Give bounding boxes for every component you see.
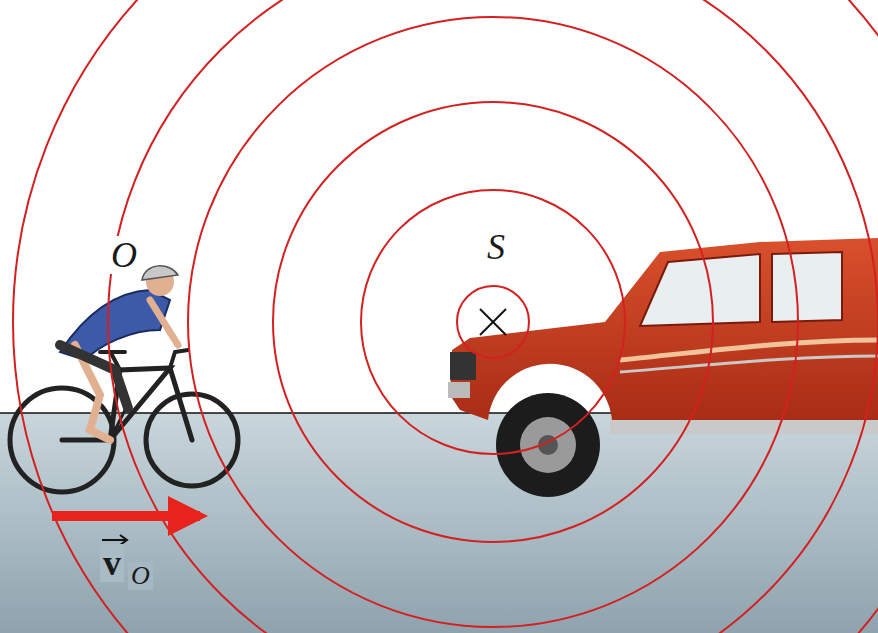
point-label: O	[108, 236, 140, 274]
ground	[0, 413, 878, 633]
cyclist	[10, 266, 238, 492]
velocity-arrow	[52, 511, 200, 521]
velocity-symbol: v	[100, 544, 124, 582]
point-label: S	[484, 228, 508, 266]
pickup-truck	[448, 238, 878, 497]
wavefronts	[13, 0, 878, 633]
source-mark	[480, 309, 506, 335]
subscript-label: O	[128, 562, 153, 590]
